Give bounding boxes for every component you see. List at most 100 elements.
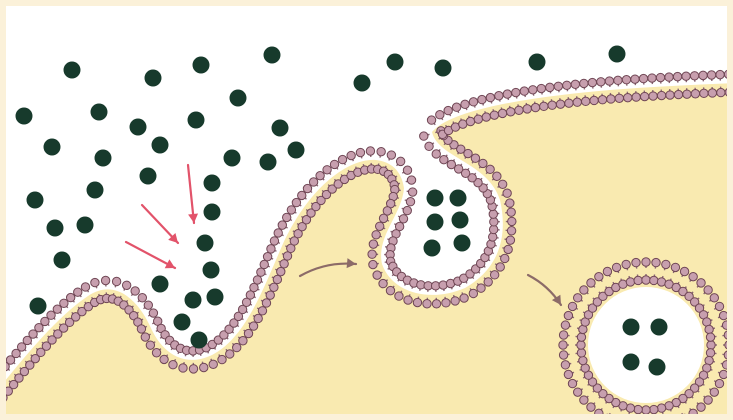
phospholipid-head	[537, 84, 545, 92]
particle	[623, 354, 640, 371]
phospholipid-head	[482, 113, 490, 121]
particle	[264, 47, 281, 64]
phospholipid-head	[484, 278, 492, 286]
phospholipid-head	[466, 117, 474, 125]
phospholipid-head	[60, 299, 68, 307]
phospholipid-head	[506, 108, 514, 116]
phospholipid-head	[254, 314, 262, 322]
phospholipid-head	[263, 252, 271, 260]
phospholipid-head	[682, 72, 690, 80]
phospholipid-head	[303, 184, 311, 192]
phospholipid-head	[131, 287, 139, 295]
phospholipid-head	[403, 166, 411, 174]
phospholipid-head	[91, 278, 99, 286]
phospholipid-head	[710, 294, 718, 302]
phospholipid-head	[656, 73, 664, 81]
phospholipid-head	[598, 95, 606, 103]
phospholipid-head	[715, 379, 723, 387]
phospholipid-head	[631, 75, 639, 83]
phospholipid-head	[244, 329, 252, 337]
phospholipid-head	[671, 263, 679, 271]
particle	[185, 292, 202, 309]
phospholipid-head	[260, 260, 268, 268]
phospholipid-head	[122, 281, 130, 289]
phospholipid-head	[554, 82, 562, 90]
phospholipid-head	[369, 240, 377, 248]
phospholipid-head	[580, 396, 588, 404]
phospholipid-head	[278, 221, 286, 229]
phospholipid-head	[490, 271, 498, 279]
phospholipid-head	[666, 91, 674, 99]
phospholipid-head	[642, 258, 650, 266]
phospholipid-head	[451, 297, 459, 305]
phospholipid-head	[425, 142, 433, 150]
phospholipid-head	[442, 299, 450, 307]
phospholipid-head	[588, 78, 596, 86]
phospholipid-head	[581, 97, 589, 105]
phospholipid-head	[469, 289, 477, 297]
particle	[452, 212, 469, 229]
phospholipid-head	[717, 88, 725, 96]
particle	[204, 175, 221, 192]
phospholipid-head	[715, 302, 723, 310]
particle	[64, 62, 81, 79]
phospholipid-head	[169, 361, 177, 369]
phospholipid-head	[141, 333, 149, 341]
phospholipid-head	[249, 322, 257, 330]
phospholipid-head	[706, 349, 714, 357]
phospholipid-head	[561, 321, 569, 329]
phospholipid-head	[490, 218, 498, 226]
particle	[387, 54, 404, 71]
phospholipid-head	[515, 106, 523, 114]
phospholipid-head	[546, 83, 554, 91]
phospholipid-head	[273, 275, 281, 283]
phospholipid-head	[209, 360, 217, 368]
phospholipid-head	[719, 311, 727, 319]
particle	[203, 262, 220, 279]
phospholipid-head	[478, 95, 486, 103]
phospholipid-head	[474, 115, 482, 123]
phospholipid-head	[282, 213, 290, 221]
phospholipid-head	[565, 99, 573, 107]
phospholipid-head	[648, 74, 656, 82]
phospholipid-head	[705, 325, 713, 333]
phospholipid-head	[498, 180, 506, 188]
particle	[16, 108, 33, 125]
phospholipid-head	[587, 403, 595, 411]
particle	[174, 314, 191, 331]
phospholipid-head	[146, 341, 154, 349]
particle	[91, 104, 108, 121]
particle	[230, 90, 247, 107]
phospholipid-head	[673, 72, 681, 80]
particle	[529, 54, 546, 71]
phospholipid-head	[226, 350, 234, 358]
phospholipid-head	[138, 294, 146, 302]
particle	[354, 75, 371, 92]
particle	[450, 190, 467, 207]
particle	[609, 46, 626, 63]
phospholipid-head	[568, 302, 576, 310]
particle	[44, 139, 61, 156]
phospholipid-head	[387, 151, 395, 159]
particle	[272, 120, 289, 137]
phospholipid-head	[573, 294, 581, 302]
phospholipid-head	[564, 370, 572, 378]
phospholipid-head	[559, 351, 567, 359]
phospholipid-head	[607, 95, 615, 103]
phospholipid-head	[719, 370, 727, 378]
phospholipid-head	[496, 263, 504, 271]
phospholipid-head	[489, 210, 497, 218]
phospholipid-head	[376, 222, 384, 230]
particle	[30, 298, 47, 315]
phospholipid-head	[444, 106, 452, 114]
phospholipid-head	[461, 100, 469, 108]
phospholipid-head	[356, 148, 364, 156]
phospholipid-head	[700, 89, 708, 97]
phospholipid-head	[674, 90, 682, 98]
phospholipid-head	[657, 91, 665, 99]
phospholipid-head	[507, 208, 515, 216]
phospholipid-head	[716, 70, 724, 78]
phospholipid-head	[639, 74, 647, 82]
phospholipid-head	[690, 72, 698, 80]
phospholipid-head	[622, 76, 630, 84]
